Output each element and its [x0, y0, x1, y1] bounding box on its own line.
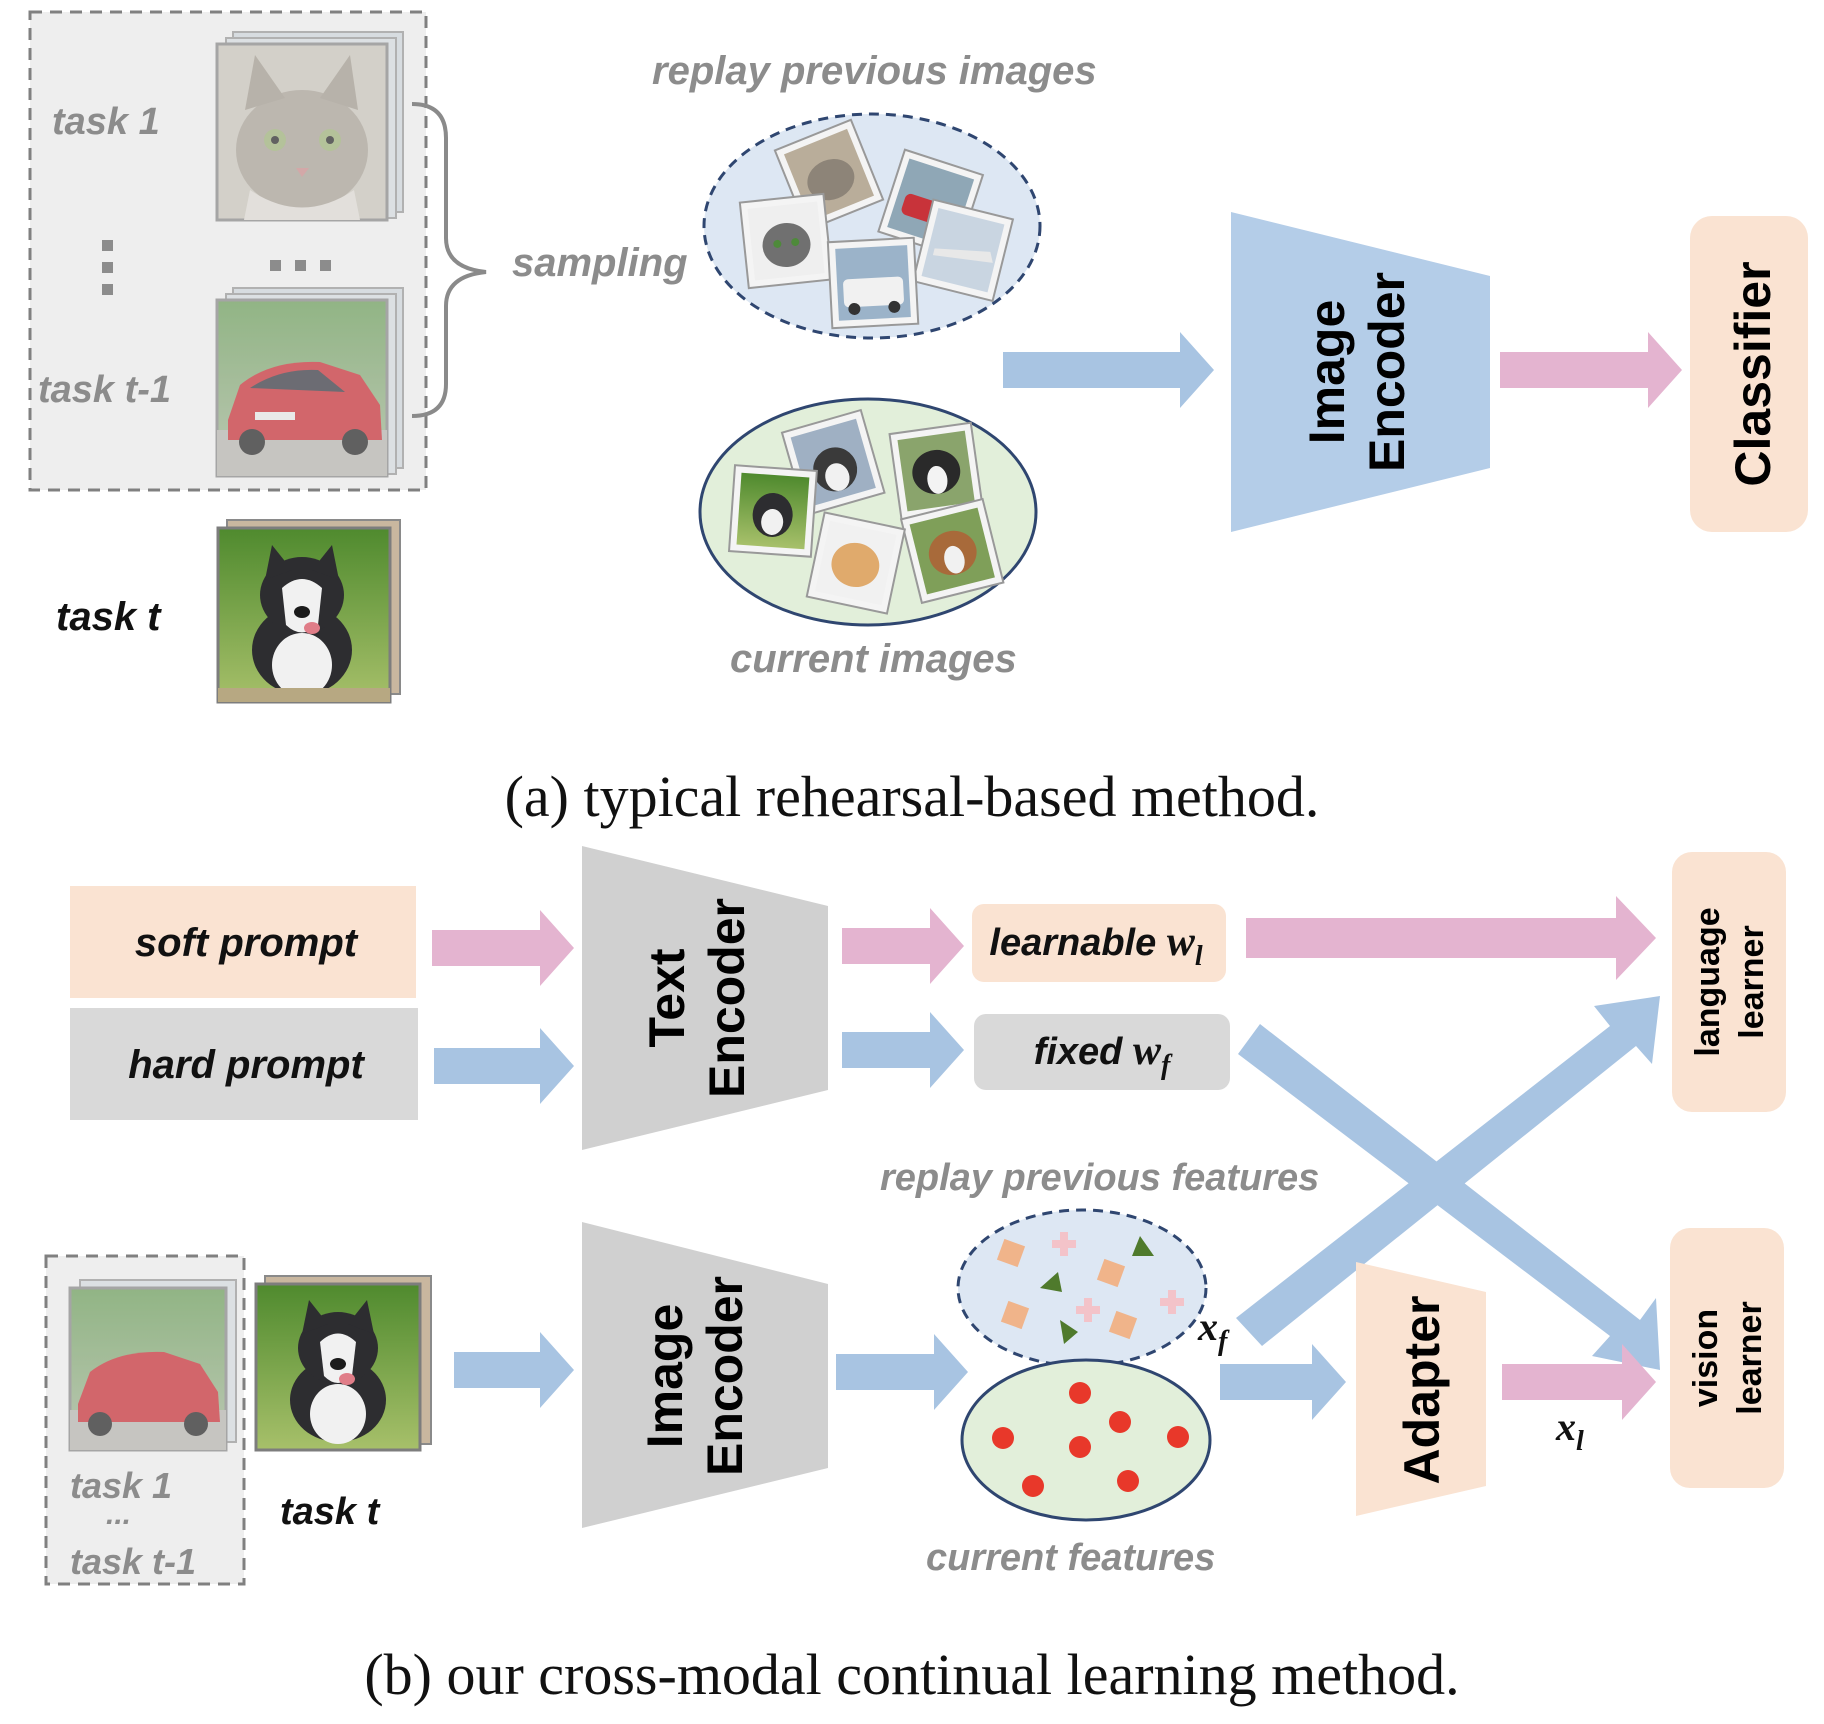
- arrow-learnable-w-to-language-learner: [1246, 896, 1656, 980]
- text-encoder-block: [582, 846, 828, 1150]
- vertical-ellipsis-icon: [102, 240, 113, 295]
- arrow-text-encoder-to-learnable-w: [842, 908, 964, 984]
- fixed-weights-label: fixed wf: [1034, 1028, 1173, 1081]
- arrow-adapter-to-vision-learner: [1502, 1344, 1656, 1420]
- language-learner-label-line2: learner: [1733, 925, 1771, 1038]
- previous-task-image-stack: [68, 1279, 237, 1452]
- current-features-label: current features: [926, 1537, 1215, 1579]
- husky-photo-icon: [254, 1282, 422, 1452]
- panel-a: task 1 task t-1 sampling: [28, 10, 1808, 829]
- arrow-image-encoder-to-features: [836, 1334, 968, 1410]
- learnable-w-var: w: [1167, 919, 1196, 965]
- learnable-weights-label: learnable wl: [989, 919, 1202, 972]
- vision-learner-block: [1670, 1228, 1784, 1488]
- task-1-image-stack: [215, 31, 404, 222]
- current-image-thumbnails: [727, 408, 1005, 615]
- replay-previous-images-label: replay previous images: [652, 49, 1097, 93]
- classifier-block: [1690, 216, 1808, 532]
- arrow-features-to-adapter: [1220, 1344, 1346, 1420]
- arrow-fixed-w-to-vision-learner: [1238, 1024, 1660, 1370]
- x-f-label: xf: [1197, 1304, 1230, 1357]
- task-t-image-b: [254, 1275, 432, 1452]
- caption-a: (a) typical rehearsal-based method.: [505, 764, 1320, 829]
- image-encoder-b-label-line1: Image: [637, 1304, 693, 1449]
- adapter-label: Adapter: [1394, 1296, 1450, 1485]
- adapter-block: [1356, 1262, 1486, 1516]
- arrow-encoder-to-classifier: [1500, 332, 1682, 408]
- replay-feature-markers: [996, 1232, 1184, 1344]
- task-1-label-b: task 1: [70, 1465, 172, 1506]
- arrow-text-encoder-to-fixed-w: [842, 1012, 964, 1088]
- vision-learner-label-line1: vision: [1687, 1309, 1725, 1407]
- panel-b: soft prompt hard prompt Text Encoder lea…: [44, 846, 1786, 1707]
- horizontal-ellipsis-icon: [270, 260, 331, 271]
- arrow-replay-features-to-language-learner: [1236, 996, 1660, 1346]
- text-encoder-label-line2: Encoder: [699, 898, 755, 1098]
- arrow-soft-prompt-to-text-encoder: [432, 910, 574, 986]
- task-dots-label-b: ...: [106, 1498, 131, 1531]
- task-t-image-stack: [216, 519, 401, 704]
- caption-b: (b) our cross-modal continual learning m…: [364, 1642, 1459, 1707]
- hard-prompt-label: hard prompt: [128, 1043, 365, 1087]
- image-encoder-a-label-line2: Encoder: [1359, 272, 1415, 472]
- fixed-weights-box: [974, 1014, 1230, 1090]
- image-encoder-a-block: [1231, 212, 1490, 532]
- replay-previous-features-label: replay previous features: [880, 1157, 1319, 1199]
- arrow-images-to-encoder: [1003, 332, 1214, 408]
- cat-photo-icon: [215, 42, 389, 222]
- task-1-label: task 1: [52, 101, 160, 143]
- task-t-minus-1-label: task t-1: [38, 369, 171, 411]
- arrow-hard-prompt-to-text-encoder: [434, 1028, 574, 1104]
- soft-prompt-label: soft prompt: [135, 921, 359, 965]
- x-l-label: xl: [1555, 1404, 1584, 1457]
- language-learner-block: [1672, 852, 1786, 1112]
- text-encoder-label-line1: Text: [639, 948, 695, 1047]
- arrow-images-to-image-encoder-b: [454, 1332, 574, 1408]
- soft-prompt-box: [70, 886, 416, 998]
- sampling-label: sampling: [512, 241, 688, 285]
- hard-prompt-box: [70, 1008, 418, 1120]
- learnable-w-sub: l: [1195, 941, 1203, 972]
- fixed-w-sub: f: [1161, 1050, 1173, 1081]
- learnable-weights-box: [972, 904, 1226, 982]
- language-learner-label-line1: language: [1689, 907, 1727, 1056]
- car-photo-icon: [215, 298, 389, 478]
- task-t-label: task t: [56, 595, 162, 639]
- image-encoder-b-label-line2: Encoder: [697, 1276, 753, 1476]
- task-t-minus-1-label-b: task t-1: [70, 1541, 196, 1582]
- image-encoder-b-block: [582, 1222, 828, 1528]
- current-feature-markers: [992, 1382, 1189, 1497]
- task-t-minus-1-image-stack: [215, 287, 404, 478]
- replay-features-ellipse: [956, 1208, 1208, 1368]
- fixed-w-var: w: [1133, 1028, 1162, 1074]
- image-encoder-a-label-line1: Image: [1299, 300, 1355, 445]
- current-images-label: current images: [730, 637, 1017, 681]
- classifier-label: Classifier: [1725, 261, 1781, 486]
- task-t-label-b: task t: [280, 1491, 381, 1533]
- vision-learner-label-line2: learner: [1731, 1301, 1769, 1414]
- replay-image-thumbnails: [738, 118, 1015, 330]
- sampling-brace-icon: [411, 102, 487, 418]
- husky-photo-icon: [216, 526, 392, 704]
